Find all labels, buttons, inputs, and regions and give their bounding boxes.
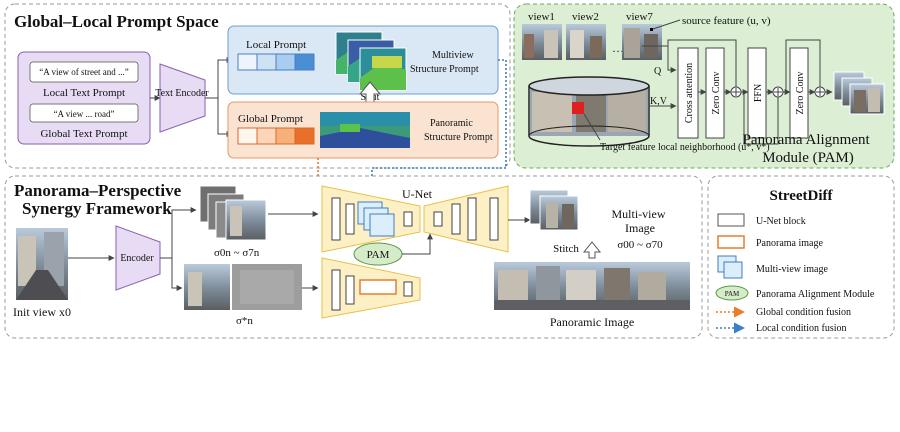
ffn-label: FFN <box>753 84 764 102</box>
panoramic-image-label: Panoramic Image <box>550 315 634 329</box>
encoder-block <box>115 225 161 291</box>
legend-unet-swatch <box>717 213 745 227</box>
synergy-framework: Panorama–Perspective Synergy Framework I… <box>4 175 703 339</box>
panorama-cylinder <box>528 76 650 147</box>
legend-pam-symbol: PAM <box>725 290 740 298</box>
global-text-prompt-label: Global Text Prompt <box>40 128 127 140</box>
legend-title: StreetDiff <box>769 188 833 204</box>
legend-multiview-label: Multi-view image <box>756 264 828 275</box>
global-prompt-tokens <box>237 127 315 145</box>
text-encoder-label: Text Encoder <box>155 88 209 99</box>
synergy-title: Panorama–Perspective Synergy Framework <box>14 181 185 218</box>
pam-module: view1 view2 … view7 source feature (u, v… <box>513 3 895 169</box>
legend: StreetDiff U-Net block Panorama image Mu… <box>707 175 895 339</box>
noisy-multiview-stack <box>199 185 267 241</box>
q-label: Q <box>654 66 662 77</box>
stitch-arrow <box>582 241 602 259</box>
sigma-star-label: σ*n <box>236 315 253 327</box>
unet-pam-label: PAM <box>367 249 390 261</box>
cross-attention-block <box>677 47 699 139</box>
legend-global-fusion-label: Global condition fusion <box>756 307 851 318</box>
source-feature-label: source feature (u, v) <box>682 15 771 27</box>
legend-pam-label: Panorama Alignment Module <box>756 289 875 300</box>
multiview-sigma-label: σ00 ~ σ70 <box>617 239 663 251</box>
panorama-and-noise <box>184 264 302 310</box>
target-pointer <box>583 113 601 141</box>
unet-multiview-feature <box>357 201 395 237</box>
ellipsis: … <box>612 41 624 55</box>
view2-image <box>566 24 606 60</box>
global-local-title: Global–Local Prompt Space <box>14 12 219 31</box>
text-encoder-block <box>159 63 206 133</box>
pam-output-views <box>833 71 885 115</box>
unet-label: U-Net <box>402 187 433 201</box>
global-text-prompt-box: “A view ... road” <box>54 109 115 119</box>
multiview-structure-maps <box>335 31 407 91</box>
encoder-label: Encoder <box>120 253 154 264</box>
legend-pam-swatch <box>715 285 749 301</box>
legend-panorama-label: Panorama image <box>756 238 823 249</box>
unet-decoder-top <box>423 185 509 253</box>
legend-panorama-swatch <box>717 235 745 249</box>
panoramic-structure-map <box>320 112 410 148</box>
stitch-label: Stitch <box>553 243 579 255</box>
zero-conv-label-2: Zero Conv <box>795 71 806 114</box>
view1-label: view1 <box>528 11 555 23</box>
multiview-output-stack <box>529 189 579 231</box>
legend-unet-label: U-Net block <box>756 216 806 227</box>
view7-label: view7 <box>626 11 653 23</box>
unet-blocks <box>331 197 499 311</box>
view1-image <box>522 24 562 60</box>
unet-panorama-feature <box>359 279 397 295</box>
global-prompt-label: Global Prompt <box>238 113 303 125</box>
init-view-image <box>16 228 68 300</box>
zero-conv-block-1 <box>705 47 725 139</box>
sigma-range-label: σ0n ~ σ7n <box>214 247 260 259</box>
init-view-label: Init view x0 <box>13 305 71 319</box>
legend-local-fusion-label: Local condition fusion <box>756 323 847 334</box>
view7-image <box>622 24 662 60</box>
local-text-prompt-box: “A view of street and ...” <box>39 67 128 77</box>
local-text-prompt-label: Local Text Prompt <box>43 87 125 99</box>
zero-conv-block-2 <box>789 47 809 139</box>
target-feature-label: Target feature local neighborhood (u*, v… <box>600 142 770 153</box>
local-condition-fusion-line <box>366 59 507 196</box>
global-local-prompt-space: Global–Local Prompt Space “A view of str… <box>4 3 511 321</box>
panoramic-image-output <box>494 262 690 310</box>
source-feature-pointer <box>652 19 681 30</box>
zero-conv-label-1: Zero Conv <box>711 71 722 114</box>
local-prompt-tokens <box>237 53 315 71</box>
kv-label: K,V <box>650 96 668 107</box>
panoramic-structure-prompt-line: Panoramic Structure Prompt <box>424 118 493 143</box>
cross-attention-label: Cross attention <box>684 63 695 123</box>
view2-label: view2 <box>572 11 599 23</box>
local-prompt-label: Local Prompt <box>246 39 306 51</box>
multiview-structure-prompt-line: Multiview Structure Prompt <box>410 50 479 75</box>
pam-title: Panorama Alignment Module (PAM) <box>743 132 874 166</box>
ffn-block <box>747 47 767 139</box>
multiview-image-label: Multi-view Image <box>612 207 669 235</box>
